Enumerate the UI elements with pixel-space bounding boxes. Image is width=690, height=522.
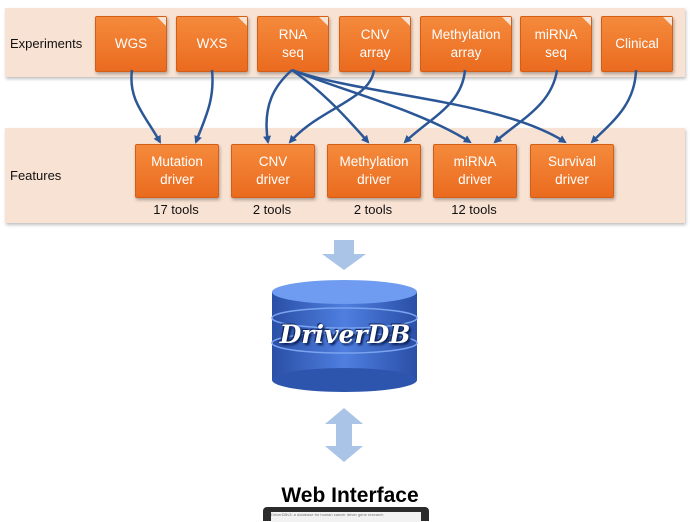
experiment-label: array [359,45,391,60]
feature-cnv-driver: CNV driver [231,144,315,198]
link-cnv-cnv [288,69,376,144]
tool-count-mirna: 12 tools [451,202,497,217]
feature-label: miRNA [453,154,497,169]
experiment-wxs: WXS [176,16,248,72]
features-label: Features [10,168,62,183]
database-cylinder [271,280,418,392]
database-title: DriverDB [279,320,411,349]
link-wgs-mutation [130,69,162,144]
link-mirna-mirna [493,69,559,144]
feature-label: Mutation [151,154,203,169]
link-rna-cnv [263,69,293,144]
link-wxs-mutation [194,69,214,144]
experiment-label: seq [282,45,304,60]
experiment-label: Methylation [431,27,501,42]
feature-label: Methylation [339,154,409,169]
experiment-label: array [450,45,482,60]
flow-arrow-bidirectional [325,408,363,462]
experiment-mirna-seq: miRNA seq [520,16,592,72]
link-rna-survival [291,68,567,144]
feature-label: driver [555,172,589,187]
feature-methylation-driver: Methylation driver [327,144,421,198]
feature-mirna-driver: miRNA driver [433,144,517,198]
tool-count-cnv: 2 tools [252,202,292,217]
feature-label: driver [256,172,290,187]
feature-label: Survival [547,154,596,169]
feature-survival-driver: Survival driver [530,144,614,198]
feature-label: CNV [258,154,288,169]
web-interface-title: Web Interface [281,484,419,507]
feature-label: driver [160,172,194,187]
tool-count-mutation: 17 tools [153,202,199,217]
experiments-label: Experiments [10,36,83,51]
experiment-label: miRNA [534,27,578,42]
flow-arrow-down [322,240,366,270]
tool-count-methylation: 2 tools [353,202,393,217]
experiment-wgs: WGS [95,16,167,72]
experiment-rna-seq: RNA seq [257,16,329,72]
experiment-clinical: Clinical [601,16,673,72]
feature-label: driver [357,172,391,187]
feature-mutation-driver: Mutation driver [135,144,219,198]
experiment-methylation-array: Methylation array [420,16,512,72]
experiment-cnv-array: CNV array [339,16,411,72]
experiment-label: CNV [360,27,390,42]
experiment-label: seq [545,45,567,60]
experiment-label: WGS [114,36,148,51]
experiment-label: RNA [278,27,308,42]
link-rna-methylation [291,68,370,144]
feature-label: driver [458,172,492,187]
link-clinical-survival [590,69,638,144]
link-rna-mirna [291,68,472,144]
experiment-label: WXS [196,36,228,51]
experiment-label: Clinical [615,36,659,51]
web-interface-screen: DriverDBv3: a database for human cancer … [263,507,429,522]
web-interface-screen-caption: DriverDBv3: a database for human cancer … [271,512,421,522]
link-methylation-methylation [403,69,467,144]
